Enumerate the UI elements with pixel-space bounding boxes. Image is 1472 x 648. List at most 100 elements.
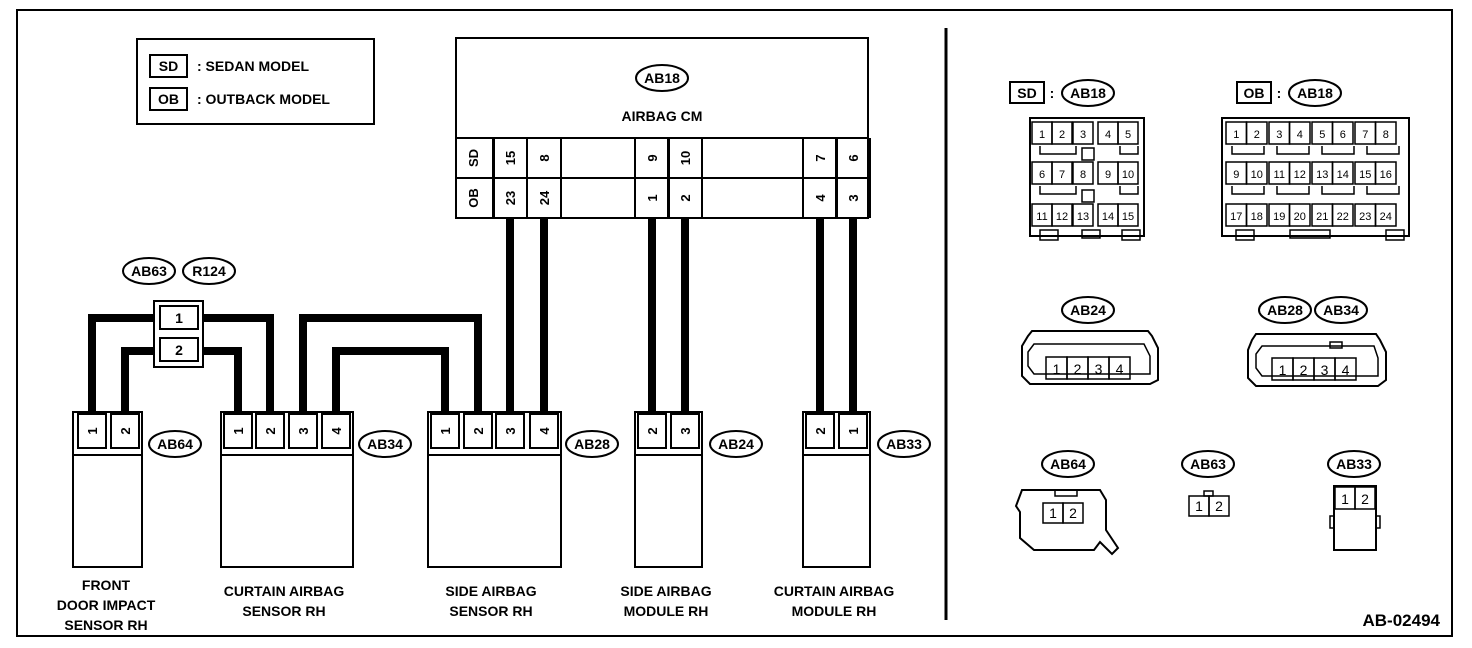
device-pin-number: 1 [85,427,100,434]
cm-row-sd-label: SD [466,149,481,167]
wire-ab34-4-ab28-1 [332,347,449,412]
ob-ab18-pin: 21 [1316,211,1328,223]
device-pin-cell [288,413,318,449]
view-ab24-id: AB24 [1070,302,1106,318]
sd-ab18-pin: 3 [1080,129,1086,141]
legend-sd-tag-box [149,54,188,78]
device-pin-number: 2 [471,427,486,434]
device-connector-badge [358,430,412,458]
sd-ab18-pin: 8 [1080,169,1086,181]
cm-ob-pin: 4 [813,194,828,202]
device-connector-id: AB34 [367,436,403,452]
device-pin-number: 3 [503,427,518,434]
device-connector-badge [565,430,619,458]
view-ab28-id: AB28 [1267,302,1303,318]
ob-ab18-pin: 24 [1380,211,1392,223]
cm-sd-pin: 6 [846,154,861,161]
ob-ab18-pin: 3 [1276,129,1282,141]
device-connector-badge [877,430,931,458]
ob-ab18-pin: 5 [1319,129,1325,141]
ab63-id: AB63 [131,263,167,279]
cm-row-ob-label: OB [466,188,481,208]
ob-ab18-pin: 16 [1380,169,1392,181]
view-sd-colon: : [1050,85,1055,101]
device-label-line: CURTAIN AIRBAG [224,583,345,599]
sd-ab18-pin: 15 [1122,211,1134,223]
cm-ob-pin: 1 [645,194,660,201]
sd-ab18-pin: 11 [1036,211,1047,223]
cm-sd-pin: 8 [537,154,552,161]
device-pin-number: 2 [813,427,828,434]
device-pin-number: 4 [537,427,552,435]
wiring-harness [88,218,857,412]
view-ab34-id: AB34 [1323,302,1359,318]
cm-ob-pin: 2 [678,194,693,201]
joint-pin-1: 1 [175,310,183,326]
sd-ab18-pin: 6 [1039,169,1045,181]
legend-sd-text: : SEDAN MODEL [197,58,309,74]
sd-ab18-pin: 1 [1039,129,1045,141]
cm-ob-pin: 23 [503,191,518,205]
sd-ab18-pin: 10 [1122,169,1134,181]
figure-reference: AB-02494 [1363,611,1441,630]
legend-ob-tag-box [149,87,188,111]
cm-sd-pin: 7 [813,154,828,161]
sd-ab18-pin: 9 [1105,169,1111,181]
sd-ab18-pin: 7 [1059,169,1065,181]
ob-ab18-pin: 6 [1340,129,1346,141]
ob-ab18-pin: 9 [1233,169,1239,181]
device-pin-number: 4 [329,427,344,435]
view-sd-ab18-id: AB18 [1070,85,1106,101]
device-pin-number: 2 [645,427,660,434]
device-label-line: SIDE AIRBAG [445,583,536,599]
ob-ab18-pin: 13 [1316,169,1328,181]
ab63-badge [122,257,176,285]
legend-ob-tag: OB [158,91,179,107]
ob-ab18-pin: 8 [1383,129,1389,141]
view-ab33-id: AB33 [1336,456,1372,472]
connector-pin: 1 [1341,491,1349,507]
device-connector-id: AB28 [574,436,610,452]
device-pin-number: 3 [296,427,311,434]
view-ab64-id: AB64 [1050,456,1086,472]
device-label-line: SIDE AIRBAG [620,583,711,599]
device-connector-badge [709,430,763,458]
connector-pin: 1 [1049,505,1057,521]
legend-sd-tag: SD [159,58,178,74]
device-pin-number: 1 [438,427,453,434]
device-label-line: MODULE RH [792,603,877,619]
device-pin-number: 1 [846,427,861,434]
sd-ab18-pin: 5 [1125,129,1131,141]
connector-pin: 1 [1279,362,1287,378]
connector-pin: 2 [1361,491,1369,507]
device-connector-badge [148,430,202,458]
device-pin-cell [637,413,667,449]
view-ab63-id: AB63 [1190,456,1226,472]
device-pin-cell [670,413,700,449]
device-pin-number: 1 [231,427,246,434]
view-ob-ab18-badge [1288,79,1342,107]
device-connector-id: AB24 [718,436,754,452]
device-pin-number: 2 [263,427,278,434]
view-ob-ab18-id: AB18 [1297,85,1333,101]
device-connector-id: AB64 [157,436,193,452]
device-label-line: SENSOR RH [449,603,532,619]
joint-pin-2: 2 [175,342,183,358]
view-sd-tag-box [1009,81,1045,104]
ob-ab18-pin: 17 [1230,211,1242,223]
ob-ab18-pin: 19 [1273,211,1285,223]
device-label-line: DOOR IMPACT [57,597,156,613]
connector-pin: 4 [1342,362,1350,378]
legend-ob-text: : OUTBACK MODEL [197,91,330,107]
ob-ab18-pin: 12 [1294,169,1306,181]
